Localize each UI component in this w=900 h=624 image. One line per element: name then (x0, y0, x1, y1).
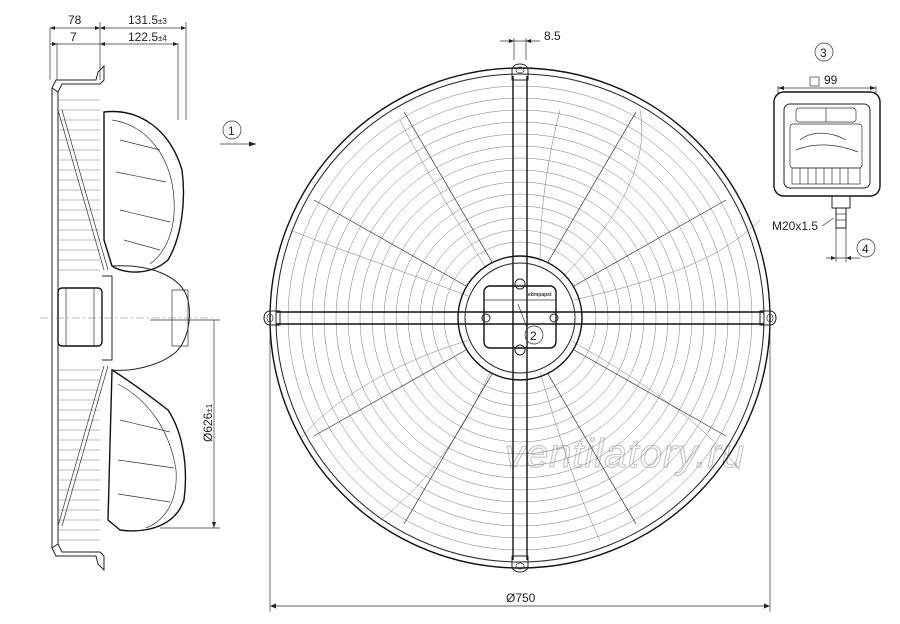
dim-131-5: 131.5±3 (128, 13, 167, 27)
dim-626: Ø626±1 (201, 403, 215, 442)
blades-front (289, 109, 761, 541)
front-view: 8.5 (263, 29, 777, 612)
dim-8-5: 8.5 (544, 29, 561, 43)
guard-spokes (313, 111, 727, 525)
hub-ring (457, 255, 583, 381)
hub-box (483, 285, 557, 349)
terminal-box: 3 99 M20x1.5 (772, 42, 881, 262)
callout-3: 3 (814, 42, 834, 62)
side-view: 78 131.5±3 7 122.5±4 (40, 13, 220, 572)
callout-2: 2 (517, 303, 544, 345)
dim-m20: M20x1.5 (772, 219, 818, 233)
guard-outer-ring (269, 67, 771, 569)
guard-wires-side (58, 99, 100, 541)
dim-122-5: 122.5±4 (128, 30, 167, 44)
dim-78: 78 (68, 13, 82, 27)
callout-4: 4 (856, 238, 876, 258)
svg-text:2: 2 (530, 329, 537, 343)
callout-1: 1 (220, 120, 256, 147)
blade-lower (107, 368, 187, 532)
guard-rings (287, 85, 753, 551)
blade-upper (103, 110, 185, 273)
mount-bar-horizontal (276, 311, 764, 325)
motor-side (57, 287, 103, 347)
svg-text:3: 3 (820, 46, 827, 60)
svg-text:1: 1 (228, 124, 235, 138)
mount-bar-vertical (512, 76, 528, 560)
terminal-strip (791, 167, 861, 185)
svg-text:4: 4 (862, 242, 869, 256)
hub-logo: ebmpapst (528, 292, 552, 298)
dim-750: Ø750 (506, 591, 536, 605)
dim-99: 99 (824, 73, 838, 87)
dim-7: 7 (70, 30, 77, 44)
